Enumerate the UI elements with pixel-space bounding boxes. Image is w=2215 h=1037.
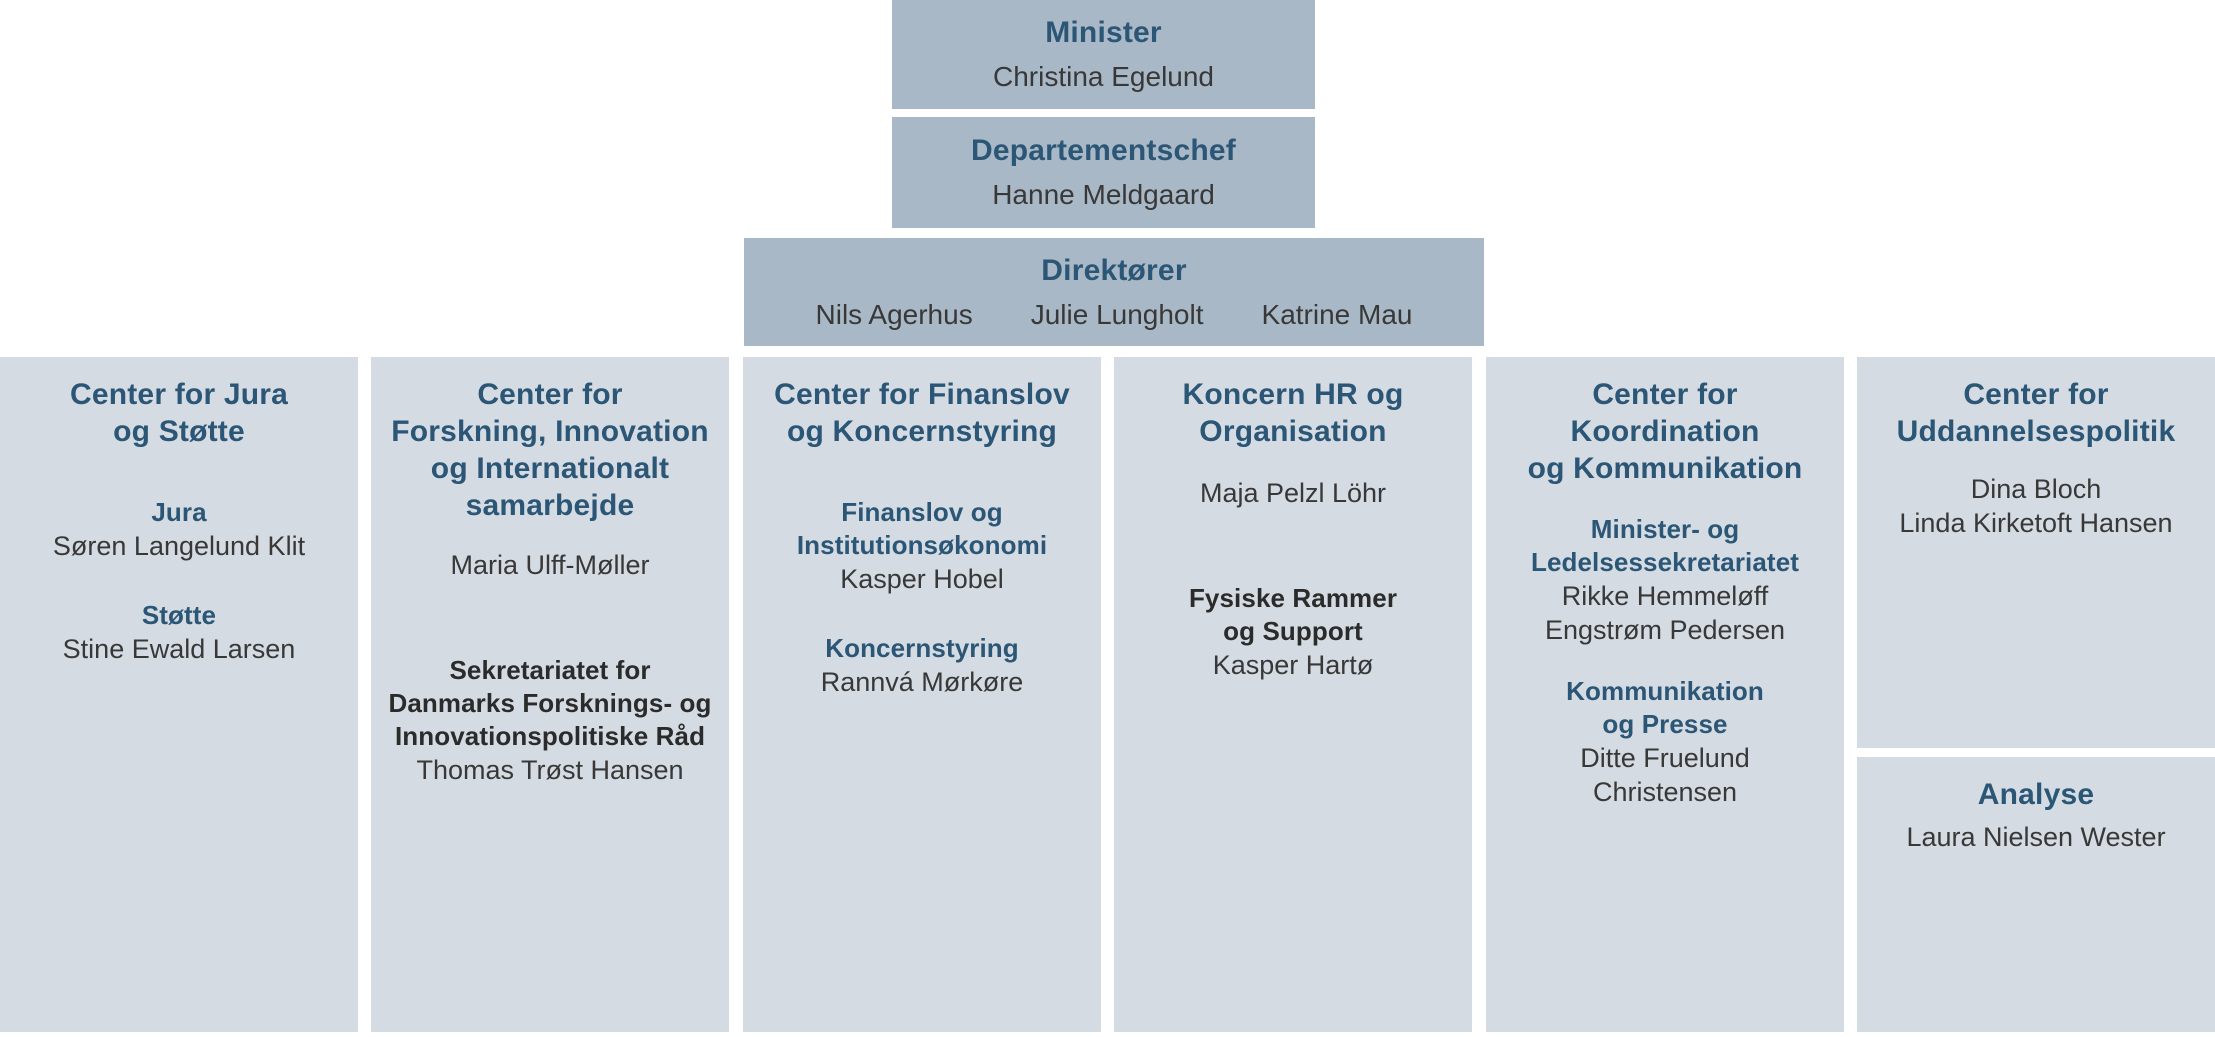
- person-name: Stine Ewald Larsen: [62, 634, 296, 664]
- org-box-direktoerer: Direktører Nils Agerhus Julie Lungholt K…: [744, 238, 1484, 346]
- unit-heading: Fysiske Rammer og Support: [1188, 583, 1398, 646]
- box-title: Direktører: [1041, 253, 1187, 287]
- person-name: Nils Agerhus: [815, 298, 973, 330]
- person-name: Ditte Fruelund Christensen: [1580, 743, 1750, 807]
- org-unit: Dina Bloch Linda Kirketoft Hansen: [1865, 472, 2207, 540]
- column-title: Center for Uddannelsespolitik: [1896, 378, 2176, 448]
- unit-heading: Støtte: [141, 600, 217, 630]
- unit-heading: Koncernstyring: [825, 633, 1019, 663]
- box-title: Minister: [1045, 16, 1162, 49]
- unit-heading: Finanslov og Institutionsøkonomi: [796, 497, 1048, 560]
- directors-row: Nils Agerhus Julie Lungholt Katrine Mau: [816, 297, 1413, 333]
- person-name: Hanne Meldgaard: [992, 179, 1215, 210]
- person-name: Linda Kirketoft Hansen: [1899, 508, 2173, 538]
- unit-heading: Minister- og Ledelsessekretariatet: [1530, 514, 1800, 577]
- person-name: Maria Ulff-Møller: [450, 550, 650, 580]
- unit-heading: Jura: [151, 497, 207, 527]
- column-title: Center for Forskning, Innovation og Inte…: [391, 378, 709, 522]
- person-name: Christina Egelund: [992, 61, 1215, 92]
- org-box-departementschef: Departementschef Hanne Meldgaard: [892, 117, 1315, 228]
- org-column-forskning-innovation: Center for Forskning, Innovation og Inte…: [371, 357, 729, 1032]
- org-unit: Finanslov og Institutionsøkonomi Kasper …: [751, 496, 1093, 596]
- org-unit: Minister- og Ledelsessekretariatet Rikke…: [1494, 513, 1836, 647]
- person-name: Thomas Trøst Hansen: [416, 755, 684, 785]
- org-column-uddannelsespolitik: Center for Uddannelsespolitik Dina Bloch…: [1857, 357, 2215, 748]
- person-name: Kasper Hobel: [840, 564, 1004, 594]
- org-column-koordination-kommunikation: Center for Koordination og Kommunikation…: [1486, 357, 1844, 1032]
- org-column-koncern-hr-organisation: Koncern HR og Organisation Maja Pelzl Lö…: [1114, 357, 1472, 1032]
- person-name: Søren Langelund Klit: [52, 531, 306, 561]
- person-name: Maja Pelzl Löhr: [1199, 478, 1387, 508]
- box-title: Analyse: [1977, 778, 2095, 811]
- org-unit: Fysiske Rammer og Support Kasper Hartø: [1122, 582, 1464, 682]
- column-title: Center for Finanslov og Koncernstyring: [774, 378, 1070, 448]
- org-unit: Kommunikation og Presse Ditte Fruelund C…: [1494, 675, 1836, 809]
- column-title: Center for Jura og Støtte: [69, 378, 289, 448]
- person-name: Julie Lungholt: [1030, 298, 1204, 330]
- person-name: Katrine Mau: [1261, 298, 1413, 330]
- column-title: Koncern HR og Organisation: [1182, 378, 1404, 448]
- org-unit: Koncernstyring Rannvá Mørkøre: [751, 632, 1093, 699]
- org-box-minister: Minister Christina Egelund: [892, 0, 1315, 109]
- box-title: Departementschef: [971, 134, 1236, 167]
- org-unit: Støtte Stine Ewald Larsen: [8, 599, 350, 666]
- person-name: Laura Nielsen Wester: [1906, 822, 2166, 852]
- org-column-finanslov-koncernstyring: Center for Finanslov og Koncernstyring F…: [743, 357, 1101, 1032]
- org-unit: Sekretariatet for Danmarks Forsknings- o…: [379, 654, 721, 787]
- person-name: Dina Bloch: [1970, 474, 2102, 504]
- unit-heading: Sekretariatet for Danmarks Forsknings- o…: [388, 655, 712, 751]
- org-column-jura-og-stoette: Center for Jura og Støtte Jura Søren Lan…: [0, 357, 358, 1032]
- column-title: Center for Koordination og Kommunikation: [1527, 378, 1803, 485]
- person-name: Kasper Hartø: [1212, 650, 1374, 680]
- unit-heading: Kommunikation og Presse: [1566, 676, 1764, 739]
- person-name: Rannvá Mørkøre: [820, 667, 1024, 697]
- org-unit: Jura Søren Langelund Klit: [8, 496, 350, 563]
- org-box-analyse: Analyse Laura Nielsen Wester: [1857, 757, 2215, 1032]
- person-name: Rikke Hemmeløff Engstrøm Pedersen: [1544, 581, 1786, 645]
